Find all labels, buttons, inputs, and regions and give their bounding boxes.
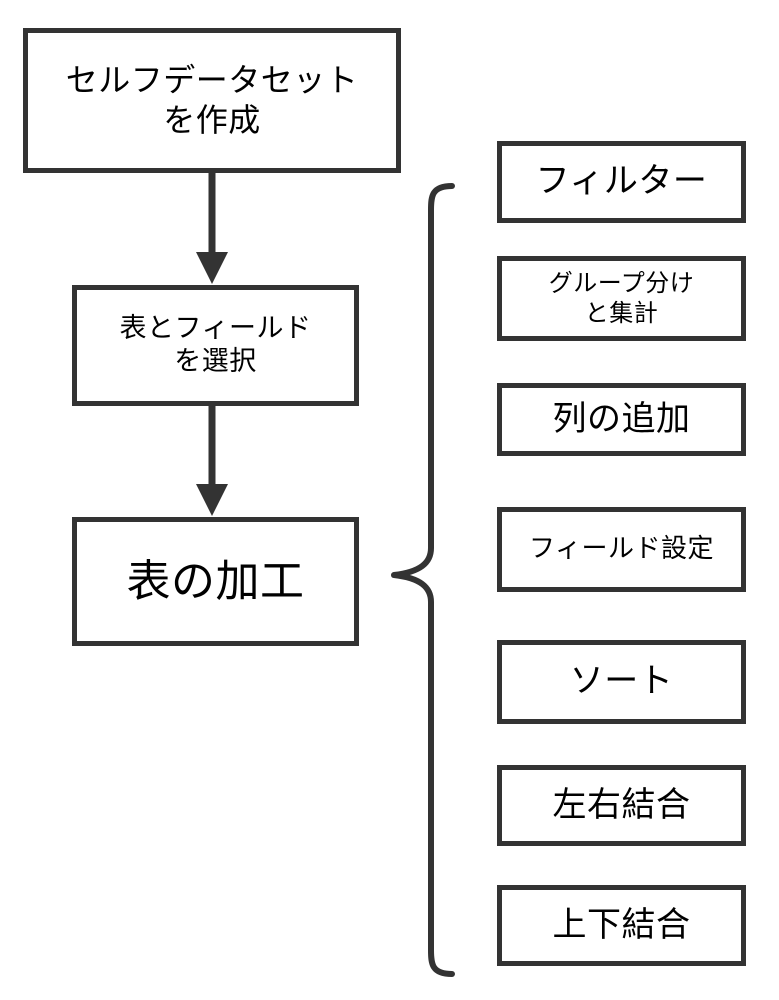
operation-label: 左右結合 [552,784,691,825]
flow-step-create-dataset[interactable]: セルフデータセット を作成 [23,28,401,173]
operation-box-add-column[interactable]: 列の追加 [497,383,746,456]
flow-step-label: 表とフィールド を選択 [119,312,312,377]
operation-box-filter[interactable]: フィルター [497,141,746,223]
operation-label: 列の追加 [552,398,691,439]
flow-step-process-table[interactable]: 表の加工 [72,517,359,646]
flow-step-label: セルフデータセット を作成 [65,61,359,139]
operation-label: フィルター [535,161,708,202]
operation-box-join-vertical[interactable]: 上下結合 [497,885,746,966]
operation-label: グループ分け と集計 [548,269,695,327]
operations-brace [391,183,455,977]
operation-box-sort[interactable]: ソート [497,640,746,724]
arrow-select-to-process [196,406,228,516]
operation-box-join-horizontal[interactable]: 左右結合 [497,765,746,846]
arrow-create-to-select [196,173,228,284]
flow-step-label: 表の加工 [126,555,305,607]
operation-label: ソート [569,661,674,702]
operation-label: 上下結合 [552,904,691,945]
operation-label: フィールド設定 [529,533,714,564]
operation-box-field-settings[interactable]: フィールド設定 [497,507,746,592]
operation-box-group-and-aggregate[interactable]: グループ分け と集計 [497,256,746,341]
flow-step-select-table-field[interactable]: 表とフィールド を選択 [72,285,359,406]
